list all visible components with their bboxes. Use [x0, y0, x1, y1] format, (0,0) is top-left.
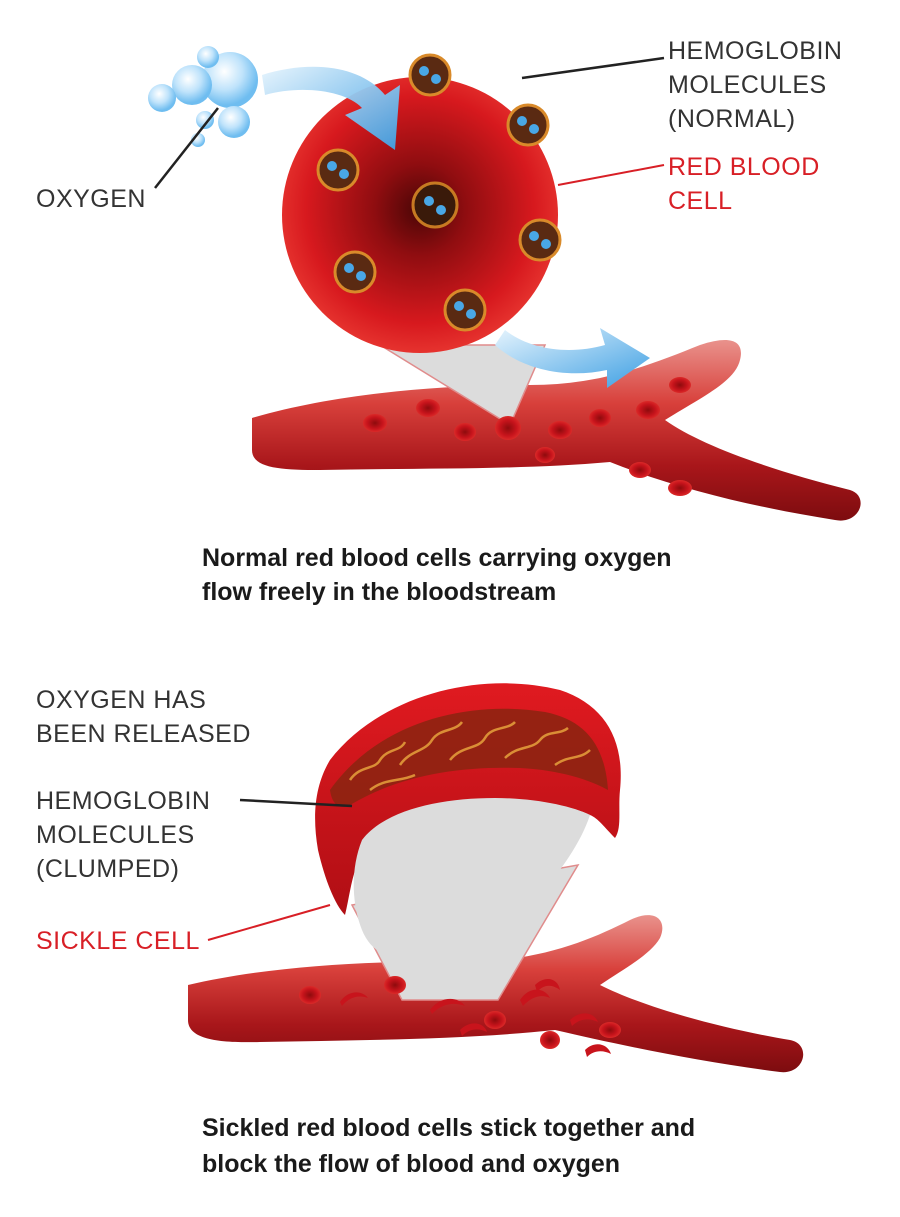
top-caption-line-2: flow freely in the bloodstream	[202, 578, 557, 606]
oxygen-bubble	[197, 46, 219, 68]
hemoglobin-molecules-normal	[316, 53, 562, 332]
hemoglobin-molecule	[518, 218, 562, 262]
red-blood-cell-label-line-1: RED BLOOD	[668, 153, 820, 181]
red-blood-cell-leader-line	[557, 164, 665, 186]
oxygen-released-label-line-2: BEEN RELEASED	[36, 720, 251, 748]
hemoglobin-molecule	[506, 103, 550, 147]
hemoglobin-normal-label-line-3: (NORMAL)	[668, 105, 796, 133]
oxygen-label: OXYGEN	[36, 185, 146, 213]
hemoglobin-clumped-label-line-1: HEMOGLOBIN	[36, 787, 211, 815]
red-blood-cell-label-line-2: CELL	[668, 187, 733, 215]
sickled-cell	[460, 1023, 487, 1036]
bottom-caption-line-1: Sickled red blood cells stick together a…	[202, 1114, 696, 1142]
hemoglobin-normal-label-line-2: MOLECULES	[668, 71, 827, 99]
oxygen-released-label-line-1: OXYGEN HAS	[36, 686, 207, 714]
red-blood-cell	[548, 421, 572, 439]
oxygen-leader-line	[154, 107, 219, 189]
red-blood-cell	[629, 462, 651, 478]
sickle-cell-label: SICKLE CELL	[36, 927, 200, 955]
red-blood-cell	[384, 976, 406, 994]
sickled-cell	[570, 1013, 598, 1026]
oxygen-bubble	[196, 111, 214, 129]
sickle-cell-inner-area	[353, 798, 590, 961]
oxygen-bubble	[202, 52, 258, 108]
oxygen-bubble	[148, 84, 176, 112]
red-blood-cell	[535, 447, 555, 463]
hemoglobin-molecule	[411, 181, 459, 229]
oxygen-bubbles	[148, 46, 258, 147]
hemoglobin-normal-label-line-1: HEMOGLOBIN	[668, 37, 843, 65]
hemoglobin-clumped-label-line-2: MOLECULES	[36, 821, 195, 849]
sickled-cell	[430, 998, 465, 1014]
top-caption-line-1: Normal red blood cells carrying oxygen	[202, 544, 672, 572]
red-blood-cell	[495, 416, 521, 440]
top-scene	[148, 46, 861, 521]
hemoglobin-molecule	[443, 288, 487, 332]
hemoglobin-clumped-leader-line	[239, 798, 353, 808]
sickle-cell-leader-line	[207, 904, 331, 941]
vessel-cells-top	[363, 377, 692, 496]
sickled-cell	[520, 989, 550, 1006]
red-blood-cell	[454, 423, 476, 441]
red-blood-cell	[299, 986, 321, 1004]
bottom-caption-line-2: block the flow of blood and oxygen	[202, 1150, 621, 1178]
hemoglobin-normal-leader-line	[521, 56, 665, 80]
bottom-scene	[188, 683, 804, 1073]
red-blood-cell	[636, 401, 660, 419]
red-blood-cell	[416, 399, 440, 417]
hemoglobin-molecules-clumped	[330, 708, 608, 807]
red-blood-cell	[540, 1031, 560, 1049]
red-blood-cell	[599, 1022, 621, 1038]
hemoglobin-molecule	[316, 148, 360, 192]
sickled-cell	[340, 992, 368, 1006]
red-blood-cell	[484, 1011, 506, 1029]
hemoglobin-molecule	[333, 250, 377, 294]
red-blood-cell	[363, 414, 387, 432]
red-blood-cell	[669, 377, 691, 393]
red-blood-cell	[668, 480, 692, 496]
sickled-cell	[535, 978, 560, 992]
hemoglobin-molecule	[408, 53, 452, 97]
oxygen-bubble	[172, 65, 212, 105]
oxygen-in-arrow	[262, 66, 400, 150]
red-blood-cell	[589, 409, 611, 427]
oxygen-out-arrow	[495, 328, 650, 388]
oxygen-bubble	[218, 106, 250, 138]
vessel-cells-bottom	[299, 976, 621, 1057]
hemoglobin-clumped-label-line-3: (CLUMPED)	[36, 855, 180, 883]
sickled-cell	[585, 1044, 611, 1057]
